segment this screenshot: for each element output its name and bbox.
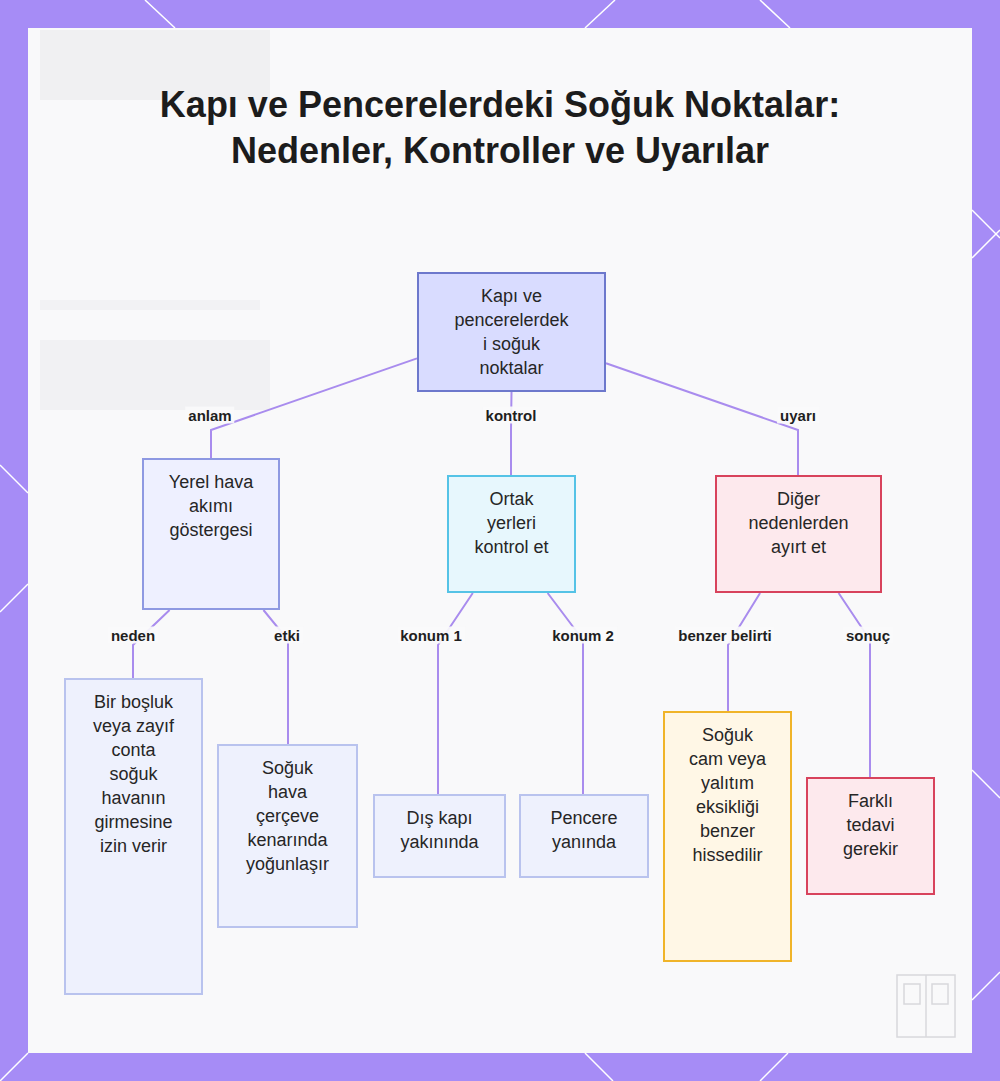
node-label: Soğuk hava çerçeve kenarında yoğunlaşır (243, 756, 332, 876)
connector-line (728, 593, 760, 711)
connector-line (211, 358, 417, 458)
process-box: Pencere yanında (519, 794, 649, 878)
node-label: Farklı tedavi gerekir (828, 789, 913, 861)
edge-label: uyarı (777, 407, 819, 424)
process-box: Kapı ve pencerelerdeki soğuk noktalar (417, 272, 606, 392)
connector-line (839, 593, 870, 777)
canvas (28, 28, 972, 1053)
connector-line (133, 610, 170, 678)
process-box: Bir boşluk veya zayıf conta soğuk havanı… (64, 678, 203, 995)
corner-icon (897, 975, 955, 1037)
node-label: Kapı ve pencerelerdeki soğuk noktalar (453, 284, 570, 380)
edge-label: sonuç (843, 627, 893, 644)
connector-line (438, 593, 473, 794)
node-label: Yerel hava akımı göstergesi (158, 470, 264, 542)
connector-line (510, 392, 513, 475)
edge-label: konum 1 (397, 627, 465, 644)
node-label: Soğuk cam veya yalıtım eksikliği benzer … (685, 723, 770, 867)
blurred-photo (40, 300, 260, 310)
process-box: Yerel hava akımı göstergesi (142, 458, 280, 610)
process-box: Farklı tedavi gerekir (806, 777, 935, 895)
node-label: Pencere yanında (535, 806, 633, 854)
process-box: Diğer nedenlerden ayırt et (715, 475, 882, 593)
diagram-title: Kapı ve Pencerelerdeki Soğuk Noktalar: N… (150, 82, 850, 174)
edge-label: kontrol (483, 407, 540, 424)
edge-label: benzer belirti (675, 627, 774, 644)
edge-label: neden (108, 627, 158, 644)
process-box: Soğuk hava çerçeve kenarında yoğunlaşır (217, 744, 358, 928)
edge-label: anlam (185, 407, 234, 424)
process-box: Ortak yerleri kontrol et (447, 475, 576, 593)
node-label: Bir boşluk veya zayıf conta soğuk havanı… (86, 690, 181, 858)
edge-label: konum 2 (549, 627, 617, 644)
node-label: Diğer nedenlerden ayırt et (735, 487, 862, 559)
blurred-photo (40, 340, 270, 410)
connector-line (606, 363, 798, 475)
process-box: Soğuk cam veya yalıtım eksikliği benzer … (663, 711, 792, 962)
edge-label: etki (271, 627, 303, 644)
node-label: Ortak yerleri kontrol et (467, 487, 556, 559)
process-box: Dış kapı yakınında (373, 794, 506, 878)
node-label: Dış kapı yakınında (391, 806, 488, 854)
connector-line (548, 593, 583, 794)
